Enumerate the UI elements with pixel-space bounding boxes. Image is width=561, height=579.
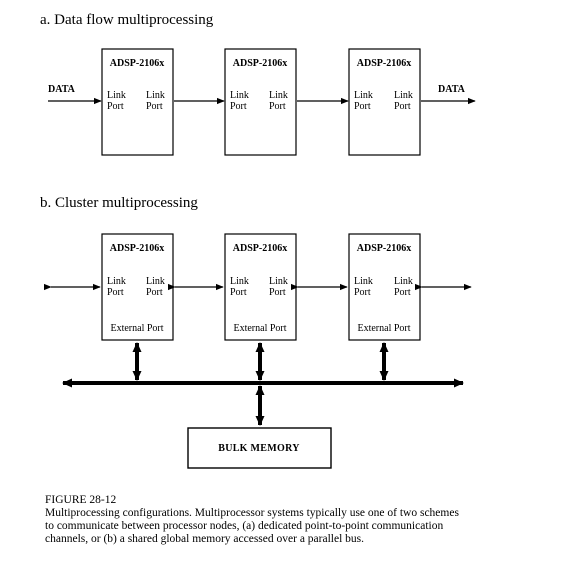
link-port-a2-right-l2: Port xyxy=(269,101,286,112)
link-port-a1-left-l2: Port xyxy=(107,101,124,112)
chip-label-a1: ADSP-2106x xyxy=(110,58,164,69)
link-port-a1-left-l1: Link xyxy=(107,90,126,101)
section-a-diagram: ADSP-2106x ADSP-2106x ADSP-2106x Link Po… xyxy=(48,48,476,156)
section-a-title: a. Data flow multiprocessing xyxy=(40,12,214,28)
chip-label-a3: ADSP-2106x xyxy=(357,58,411,69)
link-port-b1-right-l1: Link xyxy=(146,276,165,287)
link-port-a2-left-l2: Port xyxy=(230,101,247,112)
link-port-b2-left-l2: Port xyxy=(230,287,247,298)
caption-line-2: to communicate between processor nodes, … xyxy=(45,520,444,532)
figure-caption: FIGURE 28-12 Multiprocessing configurati… xyxy=(45,494,545,546)
link-port-a2-right-l1: Link xyxy=(269,90,288,101)
bulk-memory-label: BULK MEMORY xyxy=(218,443,300,454)
data-input-label: DATA xyxy=(48,84,76,95)
link-port-b2-left-l1: Link xyxy=(230,276,249,287)
link-port-a3-left-l2: Port xyxy=(354,101,371,112)
link-port-b3-right-l1: Link xyxy=(394,276,413,287)
link-port-b3-right-l2: Port xyxy=(394,287,411,298)
section-b-title: b. Cluster multiprocessing xyxy=(40,195,198,211)
multiprocessing-diagram: ADSP-2106x ADSP-2106x ADSP-2106x Link Po… xyxy=(43,48,476,469)
link-port-b1-left-l1: Link xyxy=(107,276,126,287)
figure-label: FIGURE 28-12 xyxy=(45,494,117,506)
caption-line-1: Multiprocessing configurations. Multipro… xyxy=(45,507,459,519)
link-port-b3-left-l2: Port xyxy=(354,287,371,298)
link-port-a2-left-l1: Link xyxy=(230,90,249,101)
chip-label-a2: ADSP-2106x xyxy=(233,58,287,69)
data-output-label: DATA xyxy=(438,84,466,95)
link-port-a1-right-l1: Link xyxy=(146,90,165,101)
external-port-label-b3: External Port xyxy=(357,323,410,334)
link-port-a1-right-l2: Port xyxy=(146,101,163,112)
processor-box-a2 xyxy=(224,48,297,156)
processor-box-a1 xyxy=(101,48,174,156)
link-port-a3-right-l1: Link xyxy=(394,90,413,101)
processor-box-a3 xyxy=(348,48,421,156)
chip-label-b1: ADSP-2106x xyxy=(110,243,164,254)
link-port-b3-left-l1: Link xyxy=(354,276,373,287)
caption-line-3: channels, or (b) a shared global memory … xyxy=(45,533,364,545)
section-b-diagram: ADSP-2106x ADSP-2106x ADSP-2106x Link Po… xyxy=(43,233,472,469)
chip-label-b3: ADSP-2106x xyxy=(357,243,411,254)
link-port-b1-left-l2: Port xyxy=(107,287,124,298)
external-port-label-b1: External Port xyxy=(110,323,163,334)
bulk-memory-box xyxy=(187,427,332,469)
link-port-b2-right-l2: Port xyxy=(269,287,286,298)
link-port-a3-left-l1: Link xyxy=(354,90,373,101)
link-port-b2-right-l1: Link xyxy=(269,276,288,287)
chip-label-b2: ADSP-2106x xyxy=(233,243,287,254)
link-port-a3-right-l2: Port xyxy=(394,101,411,112)
link-port-b1-right-l2: Port xyxy=(146,287,163,298)
external-port-label-b2: External Port xyxy=(233,323,286,334)
